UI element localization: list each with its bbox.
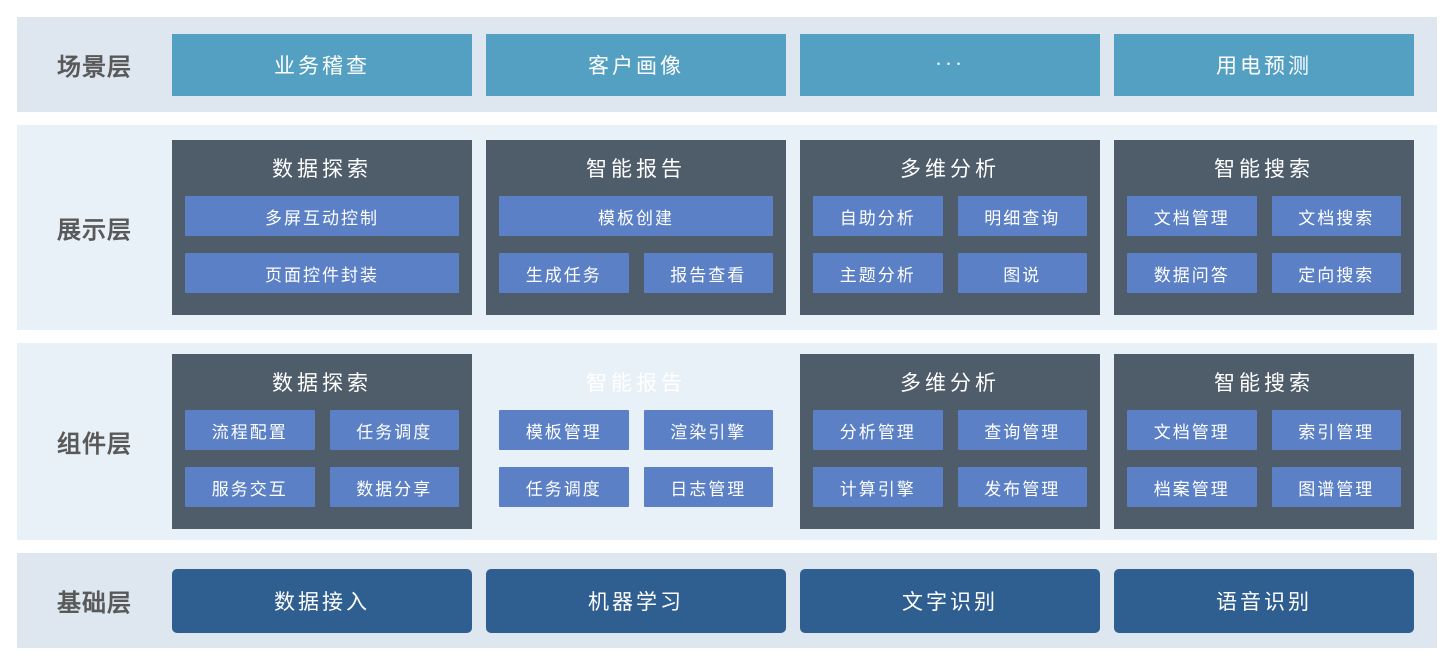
feature-item: 报告查看 — [643, 253, 773, 293]
group-title: 多维分析 — [900, 157, 1000, 181]
feature-item: 计算引擎 — [813, 467, 943, 507]
group-box: 智能搜索文档管理索引管理档案管理图谱管理 — [1114, 354, 1414, 529]
feature-item: 分析管理 — [813, 410, 943, 450]
feature-item: 任务调度 — [329, 410, 459, 450]
feature-item: 生成任务 — [499, 253, 629, 293]
layer-band-base: 基础层 数据接入机器学习文字识别语音识别 — [17, 553, 1437, 648]
group-box: 多维分析自助分析明细查询主题分析图说 — [800, 140, 1100, 315]
layer-label: 组件层 — [57, 431, 132, 458]
group-box: 智能搜索文档管理文档搜索数据问答定向搜索 — [1114, 140, 1414, 315]
group-items: 模板创建生成任务报告查看 — [499, 196, 773, 293]
feature-item: 数据问答 — [1127, 253, 1257, 293]
group-box: 智能报告模板管理渲染引擎任务调度日志管理 — [486, 354, 786, 529]
feature-item: 数据分享 — [329, 467, 459, 507]
feature-item: 渲染引擎 — [643, 410, 773, 450]
group-title: 智能搜索 — [1214, 157, 1314, 181]
group-box: 智能报告模板创建生成任务报告查看 — [486, 140, 786, 315]
feature-item: 查询管理 — [957, 410, 1087, 450]
base-button: 文字识别 — [800, 568, 1100, 633]
group-items: 文档管理文档搜索数据问答定向搜索 — [1127, 196, 1401, 293]
feature-item: 日志管理 — [643, 467, 773, 507]
layer-content: 数据探索多屏互动控制页面控件封装智能报告模板创建生成任务报告查看多维分析自助分析… — [172, 140, 1414, 315]
group-title: 智能搜索 — [1214, 371, 1314, 395]
layer-label: 场景层 — [57, 54, 132, 81]
feature-item: 索引管理 — [1271, 410, 1401, 450]
feature-item: 明细查询 — [957, 196, 1087, 236]
layer-content: 业务稽查客户画像···用电预测 — [172, 33, 1414, 96]
layer-content: 数据接入机器学习文字识别语音识别 — [172, 568, 1414, 633]
feature-item: 自助分析 — [813, 196, 943, 236]
feature-item: 多屏互动控制 — [185, 196, 459, 236]
feature-item: 文档管理 — [1127, 410, 1257, 450]
group-title: 智能报告 — [586, 371, 686, 395]
group-items: 流程配置任务调度服务交互数据分享 — [185, 410, 459, 507]
group-title: 数据探索 — [272, 371, 372, 395]
group-items: 模板管理渲染引擎任务调度日志管理 — [499, 410, 773, 507]
scene-button: 用电预测 — [1114, 33, 1414, 96]
group-items: 多屏互动控制页面控件封装 — [185, 196, 459, 293]
group-title: 数据探索 — [272, 157, 372, 181]
scene-button: ··· — [800, 33, 1100, 96]
feature-item: 主题分析 — [813, 253, 943, 293]
feature-item: 档案管理 — [1127, 467, 1257, 507]
layer-band-scene: 场景层 业务稽查客户画像···用电预测 — [17, 17, 1437, 112]
feature-item: 定向搜索 — [1271, 253, 1401, 293]
base-button: 语音识别 — [1114, 568, 1414, 633]
feature-item: 页面控件封装 — [185, 253, 459, 293]
layer-band-component: 组件层数据探索流程配置任务调度服务交互数据分享智能报告模板管理渲染引擎任务调度日… — [17, 343, 1437, 540]
scene-button: 客户画像 — [486, 33, 786, 96]
group-box: 多维分析分析管理查询管理计算引擎发布管理 — [800, 354, 1100, 529]
scene-button: 业务稽查 — [172, 33, 472, 96]
feature-item: 图谱管理 — [1271, 467, 1401, 507]
architecture-diagram: 场景层业务稽查客户画像···用电预测展示层数据探索多屏互动控制页面控件封装智能报… — [17, 17, 1437, 648]
group-title: 多维分析 — [900, 371, 1000, 395]
feature-item: 发布管理 — [957, 467, 1087, 507]
layer-band-display: 展示层数据探索多屏互动控制页面控件封装智能报告模板创建生成任务报告查看多维分析自… — [17, 125, 1437, 330]
layer-label: 展示层 — [57, 217, 132, 244]
feature-item: 流程配置 — [185, 410, 315, 450]
feature-item: 任务调度 — [499, 467, 629, 507]
feature-item: 文档搜索 — [1271, 196, 1401, 236]
feature-item: 模板管理 — [499, 410, 629, 450]
feature-item: 模板创建 — [499, 196, 773, 236]
group-title: 智能报告 — [586, 157, 686, 181]
feature-item: 文档管理 — [1127, 196, 1257, 236]
group-box: 数据探索多屏互动控制页面控件封装 — [172, 140, 472, 315]
feature-item: 图说 — [957, 253, 1087, 293]
base-button: 数据接入 — [172, 568, 472, 633]
layer-content: 数据探索流程配置任务调度服务交互数据分享智能报告模板管理渲染引擎任务调度日志管理… — [172, 354, 1414, 529]
group-items: 分析管理查询管理计算引擎发布管理 — [813, 410, 1087, 507]
base-button: 机器学习 — [486, 568, 786, 633]
layer-label: 基础层 — [57, 590, 132, 617]
group-items: 自助分析明细查询主题分析图说 — [813, 196, 1087, 293]
group-items: 文档管理索引管理档案管理图谱管理 — [1127, 410, 1401, 507]
group-box: 数据探索流程配置任务调度服务交互数据分享 — [172, 354, 472, 529]
feature-item: 服务交互 — [185, 467, 315, 507]
